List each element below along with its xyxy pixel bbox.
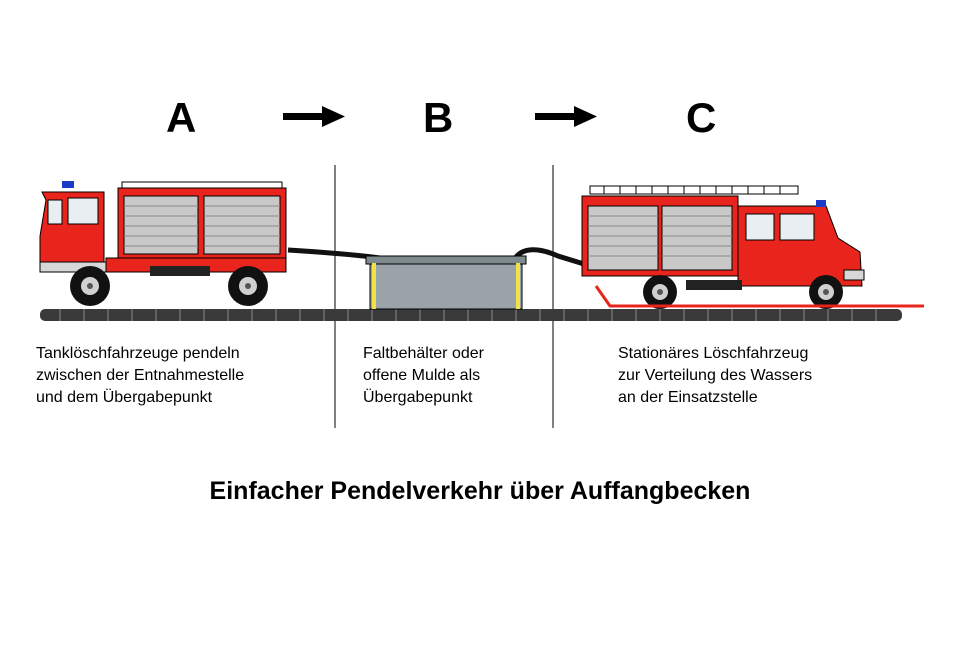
station-letter-c: C [686, 94, 717, 141]
description-line: und dem Übergabepunkt [36, 389, 213, 406]
description-line: offene Mulde als [363, 367, 481, 384]
ground-strip [40, 309, 902, 321]
station-a-description: Tanklöschfahrzeuge pendeln zwischen der … [36, 343, 244, 409]
description-line: Stationäres Löschfahrzeug [618, 345, 809, 362]
station-b-description: Faltbehälter oder offene Mulde als Überg… [363, 343, 484, 409]
stationary-truck-c [581, 185, 924, 309]
tanker-truck-a [39, 181, 287, 306]
folding-basin [365, 255, 527, 310]
diagram-caption: Einfacher Pendelverkehr über Auffangbeck… [209, 477, 751, 505]
station-c-description: Stationäres Löschfahrzeug zur Verteilung… [618, 343, 812, 409]
description-line: zwischen der Entnahmestelle [36, 367, 245, 384]
arrow-b-to-c [535, 106, 597, 127]
description-line: Übergabepunkt [363, 389, 473, 406]
description-line: zur Verteilung des Wassers [618, 367, 813, 384]
description-line: an der Einsatzstelle [618, 389, 758, 406]
station-letter-a: A [166, 94, 197, 141]
description-line: Tanklöschfahrzeuge pendeln [36, 345, 240, 362]
station-letter-b: B [423, 94, 454, 141]
description-line: Faltbehälter oder [363, 345, 484, 362]
arrow-a-to-b [283, 106, 345, 127]
